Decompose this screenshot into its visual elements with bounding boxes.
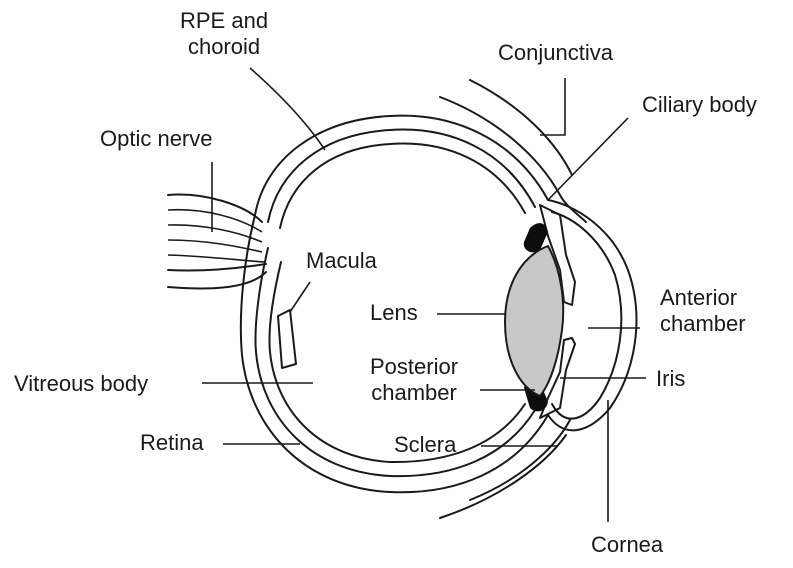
anterior-chamber-label: Anterior chamber [660,285,746,337]
retina-label: Retina [140,430,204,456]
anterior-chamber-label-line1: Anterior [660,285,746,311]
lower-lid-line-2 [440,435,566,518]
conjunctiva-label: Conjunctiva [498,40,613,66]
vitreous-body-label: Vitreous body [14,371,148,397]
macula-marker [278,310,296,368]
optic-nerve-fibres [168,195,266,289]
iris-label: Iris [656,366,685,392]
lower-lid-line-1 [470,420,570,500]
leader-rpe-choroid [250,68,325,150]
lens-body [505,246,563,396]
leader-ciliary-body [548,118,628,200]
macula-label: Macula [306,248,377,274]
posterior-chamber-label-line2: chamber [370,380,458,406]
retina-outline [280,144,525,228]
rpe-choroid-label-line2: choroid [180,34,268,60]
lens-label: Lens [370,300,418,326]
ciliary-body-label: Ciliary body [642,92,757,118]
posterior-chamber-label-line1: Posterior [370,354,458,380]
upper-lid-line-2 [470,80,572,175]
leader-macula [290,282,310,312]
leader-conjunctiva [540,78,565,135]
cornea-label: Cornea [591,532,663,558]
posterior-chamber-label: Posterior chamber [370,354,458,406]
rpe-choroid-label-line1: RPE and [180,8,268,34]
sclera-label: Sclera [394,432,456,458]
optic-nerve-label: Optic nerve [100,126,213,152]
anterior-chamber-label-line2: chamber [660,311,746,337]
rpe-choroid-label: RPE and choroid [180,8,268,60]
